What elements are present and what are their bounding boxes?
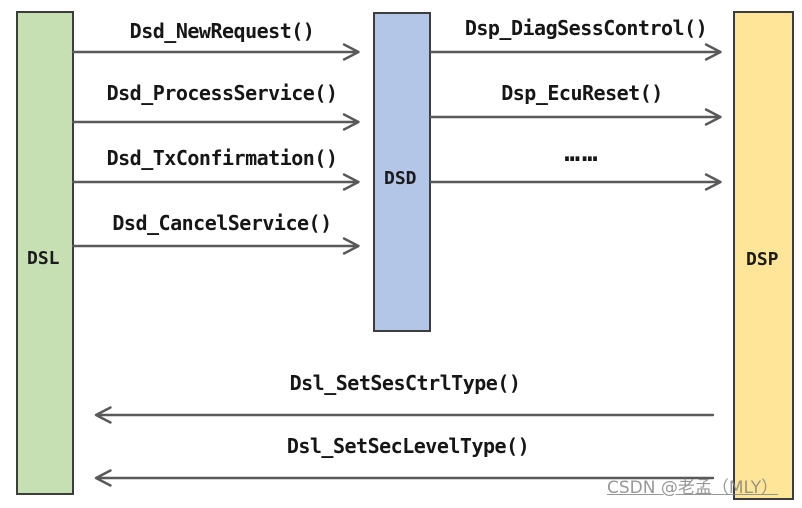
call-label-dsp-ecureset: Dsp_EcuReset() [501, 81, 663, 105]
call-label-dsd-cancelservice: Dsd_CancelService() [112, 211, 332, 235]
call-label-dsp-ellipsis: …… [564, 138, 600, 168]
call-label-dsp-diagsesscontrol: Dsp_DiagSessControl() [464, 16, 708, 40]
call-label-dsl-setsesctrltype: Dsl_SetSesCtrlType() [289, 371, 521, 395]
lane-label-dsd: DSD [384, 168, 417, 189]
lane-label-dsp: DSP [746, 249, 779, 270]
call-label-dsd-txconfirmation: Dsd_TxConfirmation() [106, 146, 338, 170]
arrow-dsl-setsesctrltype [94, 406, 715, 424]
arrow-dsd-newrequest [71, 43, 360, 61]
lane-box-dsd [373, 12, 431, 332]
arrow-dsp-ecureset [429, 108, 722, 126]
watermark-text: CSDN @老孟（MLY） [607, 478, 779, 498]
lane-label-dsl: DSL [27, 248, 60, 269]
arrow-dsl-setsecleveltype [94, 469, 715, 487]
arrow-dsd-processservice [71, 113, 360, 131]
lane-box-dsp [733, 11, 794, 500]
arrow-dsp-more [429, 173, 722, 191]
lane-box-dsl [16, 11, 74, 495]
arrow-dsd-cancelservice [71, 237, 360, 255]
arrow-dsd-txconfirmation [71, 173, 360, 191]
arrow-dsp-diagsesscontrol [429, 43, 722, 61]
call-label-dsd-newrequest: Dsd_NewRequest() [129, 19, 315, 43]
call-label-dsd-processservice: Dsd_ProcessService() [106, 81, 338, 105]
call-label-dsl-setsecleveltype: Dsl_SetSecLevelType() [286, 434, 530, 458]
